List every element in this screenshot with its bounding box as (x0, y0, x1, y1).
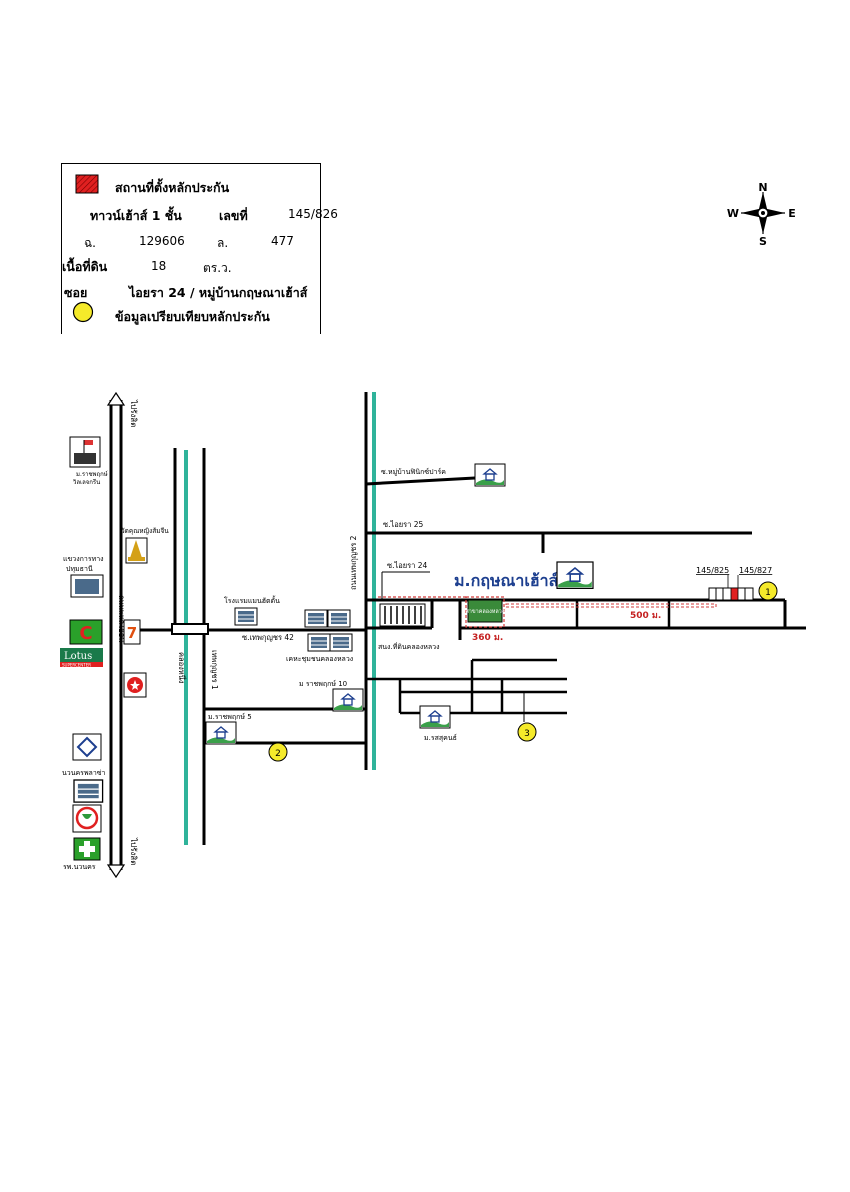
to-south-label: ไปรังสิต (129, 837, 138, 865)
comparison-marker-1 (758, 581, 778, 601)
legend-deed-no: 129606 (139, 234, 185, 248)
compass-n: N (758, 182, 767, 194)
lotus-sub-label: SUPERCENTER (62, 663, 91, 668)
comparison-marker-3 (517, 722, 537, 742)
legend-land-no: 477 (271, 234, 294, 248)
pathum-office-label: แขวงการทาง (63, 555, 104, 563)
village-house-icon (556, 561, 594, 590)
khlong-nueng-label: คลองหนึ่ง (177, 652, 187, 684)
rajapruk-5-house-icon (205, 721, 237, 745)
compass-rose: N S W E (727, 182, 796, 246)
legend-house-no: 145/826 (288, 207, 338, 221)
marker-1-label: 1 (765, 588, 771, 598)
green-sign-label: สาขาคลองหลวง (465, 608, 504, 615)
green-sign (467, 599, 503, 623)
plaza-building-icon (73, 779, 104, 803)
land-office-icon (379, 603, 426, 627)
svg-text:7: 7 (127, 624, 137, 642)
temple-icon (125, 537, 148, 564)
comparison-marker-2 (268, 742, 288, 762)
marker-3-label: 3 (524, 729, 530, 739)
soi-aiyara-24-label: ซ.ไอยรา 24 (387, 561, 428, 570)
rajapruk-green-sub-label: วิลเลจกรีน (72, 478, 100, 486)
legend-area-value: 18 (151, 259, 167, 273)
legend-property-type: ทาวน์เฮ้าส์ 1 ชั้น (90, 208, 182, 223)
legend-area-label: เนื้อที่ดิน (62, 259, 108, 274)
legend-house-no-label: เลขที่ (219, 208, 248, 223)
office-building-icon (70, 574, 104, 598)
nawanakorn-plaza-label: นวนครพลาซ่า (62, 769, 106, 777)
lotus-label: Lotus (64, 651, 92, 662)
building-icon-1 (304, 609, 328, 628)
collateral-marker (730, 587, 739, 601)
compass-e: E (788, 207, 796, 220)
hotel-icon (234, 607, 258, 626)
house-827-label: 145/827 (739, 566, 772, 575)
kbank-icon (72, 804, 102, 833)
distance-500: 500 ม. (630, 611, 661, 621)
legend-comparison-data: ข้อมูลเปรียบเทียบหลักประกัน (115, 309, 270, 324)
compass-w: W (727, 207, 739, 220)
soi-aiyara-25-label: ซ.ไอยรา 25 (383, 520, 424, 529)
hospital-label: รพ.นวนคร (63, 863, 96, 871)
wat-label: วัดคุณหญิงส้มจีน (121, 527, 169, 535)
ratsadanon-house-icon (419, 705, 451, 729)
legend-deed-label: ฉ. (84, 236, 96, 250)
legend-collateral-location: สถานที่ตั้งหลักประกัน (115, 180, 230, 195)
marker-2-label: 2 (275, 749, 281, 759)
land-office-label: สนง.ที่ดินคลองหลวง (378, 642, 440, 651)
flag-building-icon (69, 436, 101, 468)
svg-text:C: C (79, 623, 92, 644)
caltex-icon (123, 672, 147, 698)
lotus-logo: Lotus SUPERCENTER (60, 648, 103, 668)
legend-box: สถานที่ตั้งหลักประกัน ทาวน์เฮ้าส์ 1 ชั้น… (61, 163, 338, 334)
legend-soi-label: ซอย (64, 285, 88, 300)
pathum-office-sub-label: ปทุมธานี (66, 565, 93, 573)
legend-land-label: ล. (217, 236, 229, 250)
building-icon-3 (307, 633, 331, 652)
building-icon-4 (329, 633, 353, 652)
building-icon-2 (327, 609, 351, 628)
comparison-swatch (72, 301, 94, 323)
village-title: ม.กฤษณาเฮ้าส์ (454, 571, 559, 590)
hotel-label: โรงแรมแมนฮัตตั้น (224, 594, 280, 605)
soi-phinik-label: ซ.หมู่บ้านฟินิกซ์ปาร์ค (381, 468, 446, 476)
soi-phet-42-label: ซ.เทพกุญชร 42 (242, 633, 294, 642)
house-825-label: 145/825 (696, 566, 729, 575)
central-logo-icon: C (69, 619, 103, 645)
seven-eleven-icon: 7 (123, 619, 141, 645)
hospital-icon (73, 837, 101, 861)
distance-360: 360 ม. (472, 633, 503, 643)
rajapruk-5-label: ม.ราชพฤกษ์ 5 (208, 713, 252, 721)
compass-s: S (759, 235, 767, 246)
ratsadanon-label: ม.รสสุคนธ์ (424, 734, 457, 742)
klong-luang-branch-label: เคหะชุมชนคลองหลวง (286, 655, 353, 663)
phet-2-label: ถนนเทพกุญชร 2 (349, 535, 358, 590)
rajapruk-10-house-icon (332, 688, 364, 712)
phinik-house-icon (474, 463, 506, 487)
to-north-label: ไปรังสิต (129, 399, 138, 427)
bank-icon (72, 733, 102, 761)
legend-soi-value: ไอยรา 24 / หมู่บ้านกฤษณาเฮ้าส์ (129, 285, 308, 300)
collateral-swatch (75, 174, 99, 194)
legend-area-unit: ตร.ว. (203, 261, 232, 275)
phet-1-label: เทพกุญชร 1 (210, 650, 219, 690)
highway-label: ถนนพหลโยธิน (117, 595, 126, 642)
rajapruk-10-label: ม ราชพฤกษ์ 10 (299, 680, 347, 688)
rajapruk-green-label: ม.ราชพฤกษ์ (76, 470, 108, 478)
